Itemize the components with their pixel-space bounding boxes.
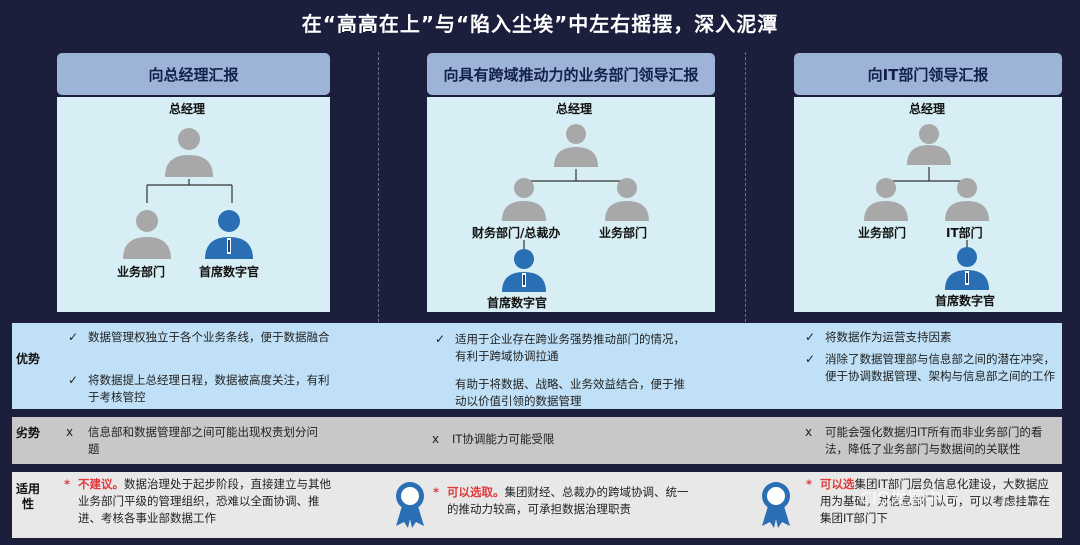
org-node-right: IT部门: [946, 226, 983, 240]
org-node-right: 业务部门: [599, 226, 648, 240]
person-icon: [554, 124, 598, 167]
person-icon: [864, 178, 908, 221]
row-label-advantage: 优势: [15, 352, 40, 366]
executive-person-icon: [205, 210, 253, 259]
star-marker: *: [64, 477, 71, 491]
column-header-ceo: 向总经理汇报: [57, 53, 330, 95]
org-node-top: 总经理: [556, 102, 593, 116]
org-node-right: 首席数字官: [199, 265, 260, 279]
cross-icon: x: [805, 425, 813, 439]
org-node-left: 业务部门: [117, 265, 166, 279]
org-chart-ceo: 总经理 业务部门 首席数字官: [57, 97, 330, 312]
advantage-item: ✓数据管理权独立于各个业务条线，便于数据融合: [68, 330, 330, 344]
cross-icon: x: [66, 425, 74, 439]
cross-icon: x: [432, 432, 440, 446]
star-marker: *: [806, 477, 813, 491]
column-divider: [745, 52, 746, 322]
advantage-item: ✓消除了数据管理部与信息部之间的潜在冲突，便于协调数据管理、架构与信息部之间的工…: [805, 352, 1055, 383]
org-chart-business: 总经理 财务部门/总裁办 业务部门 首席数字官: [427, 97, 715, 312]
org-node-top: 总经理: [169, 102, 206, 116]
column-divider: [378, 52, 379, 322]
org-node-left: 财务部门/总裁办: [472, 226, 561, 240]
advantage-item: ✓适用于企业存在跨业务强势推动部门的情况，有利于跨域协调拉通: [435, 332, 685, 363]
person-icon: [165, 128, 213, 177]
column-header-it: 向IT部门领导汇报: [794, 53, 1062, 95]
executive-person-icon: [502, 249, 546, 292]
applicability-band: [12, 472, 1062, 538]
award-medal-icon: [396, 482, 424, 528]
advantage-item: ✓将数据提上总经理日程，数据被高度关注，有利于考核管控: [68, 373, 330, 404]
org-chart-it: 总经理 业务部门 IT部门 首席数字官: [794, 97, 1062, 312]
check-icon: ✓: [805, 352, 816, 366]
advantage-item: ✓有助于将数据、战略、业务效益结合，便于推动以价值引领的数据管理: [455, 377, 685, 408]
org-node-left: 业务部门: [858, 226, 907, 240]
org-node-bottom: 首席数字官: [935, 294, 996, 308]
executive-person-icon: [945, 247, 989, 290]
applicability-item: *可以选取。集团财经、总裁办的跨域协调、统一的推动力较高，可承担数据治理职责: [433, 485, 689, 516]
person-icon: [907, 124, 951, 165]
person-icon: [945, 178, 989, 221]
award-medal-icon: [762, 482, 790, 528]
person-icon: [605, 178, 649, 221]
star-marker: *: [433, 485, 440, 499]
org-chart-lines: [502, 124, 649, 292]
applicability-item: *不建议。数据治理处于起步阶段，直接建立与其他业务部门平级的管理组织，恐难以全面…: [64, 477, 331, 525]
check-icon: ✓: [68, 373, 79, 387]
disadvantage-band: [12, 417, 1062, 464]
advantage-band: [12, 323, 1062, 409]
org-chart-lines: [123, 128, 253, 259]
check-icon: ✓: [805, 330, 816, 344]
person-icon: [123, 210, 171, 259]
org-node-bottom: 首席数字官: [487, 296, 548, 310]
advantage-item: ✓将数据作为运营支持因素: [805, 330, 952, 344]
org-node-top: 总经理: [909, 102, 946, 116]
check-icon: ✓: [68, 330, 79, 344]
watermark: CIO发展中心: [860, 489, 959, 509]
column-header-business: 向具有跨域推动力的业务部门领导汇报: [427, 53, 715, 95]
check-icon: ✓: [435, 332, 446, 346]
org-chart-lines: [864, 124, 989, 290]
row-label-disadvantage: 劣势: [15, 426, 40, 440]
page-title: 在“高高在上”与“陷入尘埃”中左右摇摆，深入泥潭: [301, 12, 779, 36]
applicability-item: *可以选集团IT部门层负信息化建设，大数据应用为基础，对信息部门认可，可以考虑挂…: [806, 477, 1050, 525]
row-label-applicability: 适用性: [15, 482, 40, 511]
person-icon: [502, 178, 546, 221]
